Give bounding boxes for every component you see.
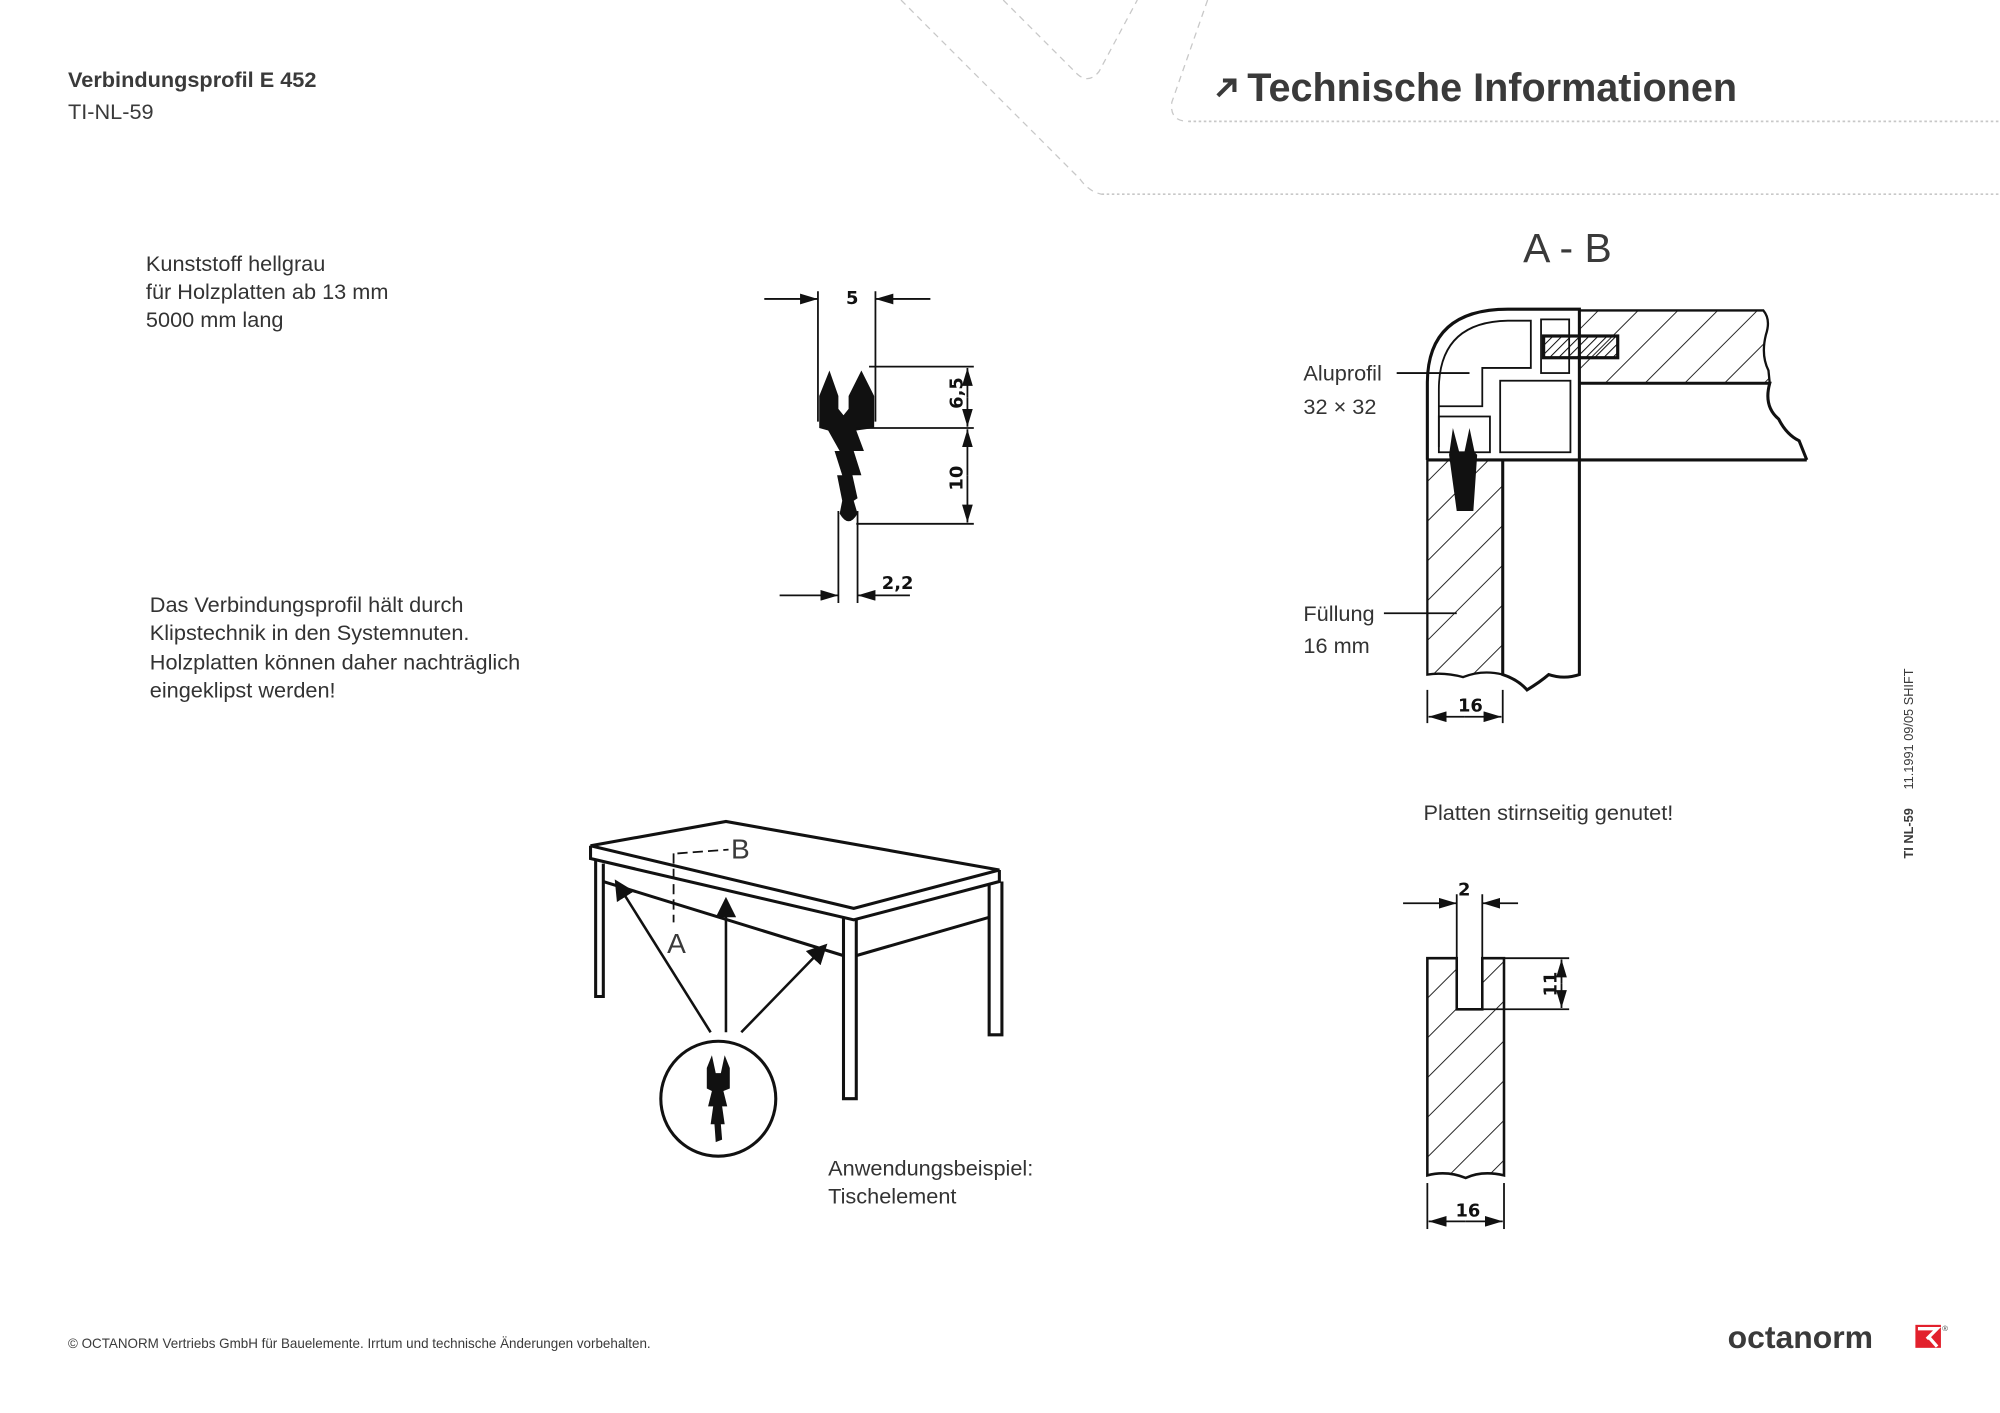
dim-groove-width: 2 <box>1458 880 1470 901</box>
footer-copyright: © OCTANORM Vertriebs GmbH für Bauelement… <box>68 1336 651 1351</box>
grooved-panel-drawing: 2 11 16 <box>1403 880 1570 1230</box>
dim-stem-width: 2,2 <box>882 573 914 594</box>
groove-note: Platten stirnseitig genutet! <box>1424 800 1674 825</box>
arrow-up-right-icon <box>1216 78 1237 98</box>
spec-length: 5000 mm lang <box>146 307 284 332</box>
description-paragraph: Das Verbindungsprofil hält durch Klipste… <box>150 592 520 703</box>
paragraph-line: eingeklipst werden! <box>150 678 336 703</box>
paragraph-line: Das Verbindungsprofil hält durch <box>150 592 464 617</box>
paragraph-line: Klipstechnik in den Systemnuten. <box>150 620 470 645</box>
label-fuellung-size: 16 mm <box>1303 633 1369 658</box>
doc-code: TI-NL-59 <box>68 99 154 124</box>
paragraph-line: Holzplatten können daher nachträglich <box>150 649 520 674</box>
label-a: A <box>667 928 686 959</box>
profile-cross-section-drawing: 5 6,5 10 2,2 <box>764 288 974 604</box>
dim-fill: 16 <box>1458 696 1483 717</box>
section-a-b-drawing: A - B Aluprofil 32 × 32 Füllung 16 mm 16 <box>1303 225 1809 724</box>
side-note-meta: 11.1991 09/05 SHIFT <box>1901 668 1916 789</box>
product-title: Verbindungsprofil E 452 <box>68 67 316 92</box>
dim-panel: 16 <box>1455 1200 1480 1221</box>
label-aluprofil: Aluprofil <box>1303 361 1381 386</box>
side-note-code: TI NL-59 <box>1901 808 1916 858</box>
spec-board: für Holzplatten ab 13 mm <box>146 279 388 304</box>
label-fuellung: Füllung <box>1303 601 1374 626</box>
caption-line: Anwendungsbeispiel: <box>828 1155 1033 1180</box>
octanorm-logo: octanorm ® <box>1728 1319 1949 1355</box>
spec-material: Kunststoff hellgrau <box>146 251 325 276</box>
dim-stem: 10 <box>946 466 967 491</box>
caption-line: Tischelement <box>828 1183 956 1208</box>
logo-wordmark: octanorm <box>1728 1319 1873 1355</box>
label-b: B <box>731 834 750 865</box>
clip-profile-shape <box>819 370 875 522</box>
registered-mark: ® <box>1942 1324 1948 1333</box>
dim-width: 5 <box>846 288 858 309</box>
label-aluprofil-size: 32 × 32 <box>1303 394 1376 419</box>
table-application-drawing: B A Anwendungsbeispiel: Tischelement <box>589 819 1033 1208</box>
side-note: TI NL-59 11.1991 09/05 SHIFT <box>1901 668 1916 858</box>
section-title-a-b: A - B <box>1523 225 1612 271</box>
dim-groove-depth: 11 <box>1540 972 1561 997</box>
header-decoration <box>900 0 2000 196</box>
logo-mark-icon: ® <box>1915 1324 1948 1348</box>
section-title: Technische Informationen <box>1247 66 1737 110</box>
dim-head: 6,5 <box>946 377 967 409</box>
spec-list: Kunststoff hellgrau für Holzplatten ab 1… <box>146 251 388 332</box>
